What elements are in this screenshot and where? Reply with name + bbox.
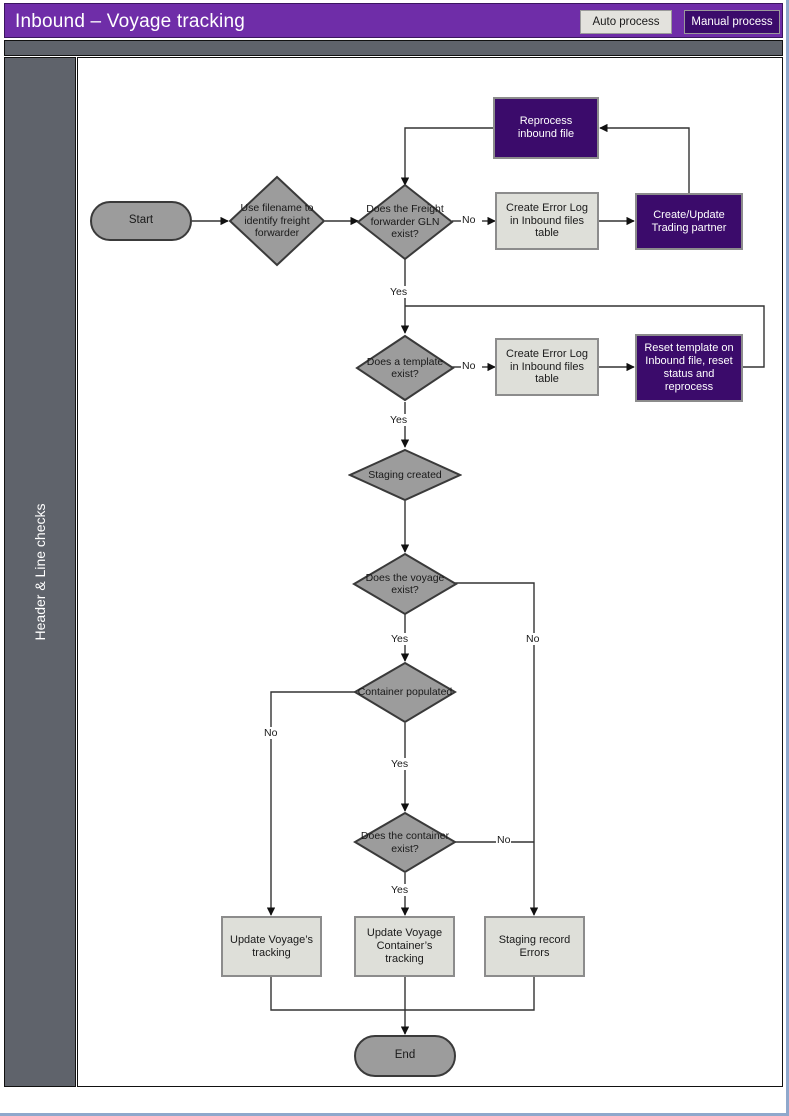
node-voyage-exists[interactable]: Does the voyage exist? [352, 552, 458, 616]
node-update-voyage-tracking[interactable]: Update Voyage’s tracking [221, 916, 322, 977]
node-reprocess-inbound-file[interactable]: Reprocess inbound file [493, 97, 599, 159]
edge-label-container-populated-yes: Yes [390, 758, 410, 770]
node-start[interactable]: Start [90, 201, 192, 241]
edge-label-gln-no: No [461, 214, 477, 226]
edge-label-template-yes: Yes [389, 414, 409, 426]
title-bar: Inbound – Voyage tracking Auto process M… [4, 3, 783, 38]
legend-manual-process[interactable]: Manual process [684, 10, 780, 34]
lane-header-band [4, 40, 783, 56]
diamond-shape [347, 448, 463, 502]
node-update-voyage-container-tracking[interactable]: Update Voyage Container’s tracking [354, 916, 455, 977]
edge-label-container-populated-no: No [263, 727, 279, 739]
legend-auto-process[interactable]: Auto process [580, 10, 672, 34]
node-use-filename[interactable]: Use filename to identify freight forward… [228, 175, 326, 267]
edge-label-voyage-no: No [525, 633, 541, 645]
node-end[interactable]: End [354, 1035, 456, 1077]
node-gln-exists[interactable]: Does the Freight forwarder GLN exist? [356, 183, 454, 261]
edge-label-template-no: No [461, 360, 477, 372]
diamond-shape [228, 175, 326, 267]
page-title: Inbound – Voyage tracking [15, 11, 246, 32]
node-container-populated[interactable]: Container populated [353, 661, 457, 724]
edge-label-container-exists-no: No [496, 834, 512, 846]
swimlane-header: Header & Line checks [4, 57, 76, 1087]
node-staging-created[interactable]: Staging created [347, 448, 463, 502]
edge-label-container-exists-yes: Yes [390, 884, 410, 896]
node-template-exists[interactable]: Does a template exist? [355, 334, 455, 402]
node-staging-record-errors[interactable]: Staging record Errors [484, 916, 585, 977]
diamond-shape [353, 661, 457, 724]
diamond-shape [356, 183, 454, 261]
node-create-error-log-1[interactable]: Create Error Log in Inbound files table [495, 192, 599, 250]
node-create-error-log-2[interactable]: Create Error Log in Inbound files table [495, 338, 599, 396]
edge-label-voyage-yes: Yes [390, 633, 410, 645]
node-reset-template[interactable]: Reset template on Inbound file, reset st… [635, 334, 743, 402]
node-create-update-trading-partner[interactable]: Create/Update Trading partner [635, 193, 743, 250]
edge-label-gln-yes: Yes [389, 286, 409, 298]
diamond-shape [353, 811, 457, 874]
node-container-exists[interactable]: Does the container exist? [353, 811, 457, 874]
diamond-shape [355, 334, 455, 402]
diamond-shape [352, 552, 458, 616]
